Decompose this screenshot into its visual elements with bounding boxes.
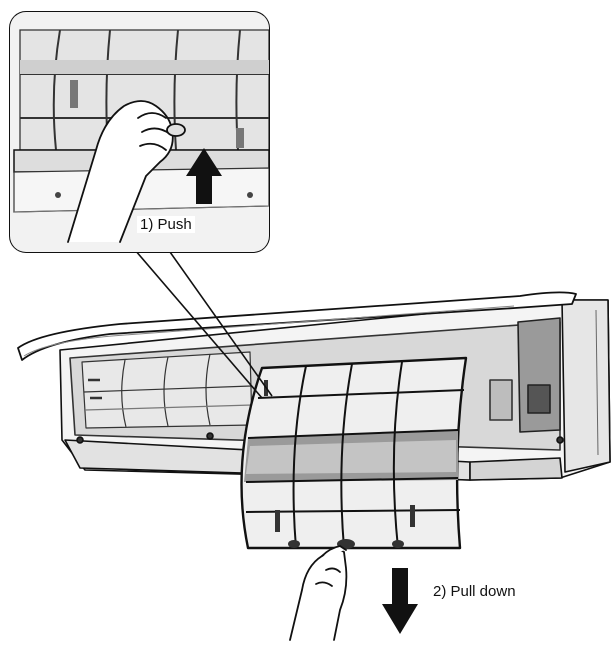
callout-pointer	[134, 249, 273, 399]
zoom-inset	[9, 11, 270, 253]
ac-side-panel	[561, 299, 611, 473]
ac-left-filter-slot	[81, 351, 253, 429]
air-filter	[240, 356, 468, 550]
step-1-label: 1) Push	[137, 216, 195, 233]
arrow-up-icon	[186, 148, 222, 204]
hand-pull-icon	[289, 545, 348, 641]
step-2-label: 2) Pull down	[433, 583, 516, 600]
hand-push-icon	[67, 100, 186, 243]
arrow-down-icon	[382, 568, 418, 634]
